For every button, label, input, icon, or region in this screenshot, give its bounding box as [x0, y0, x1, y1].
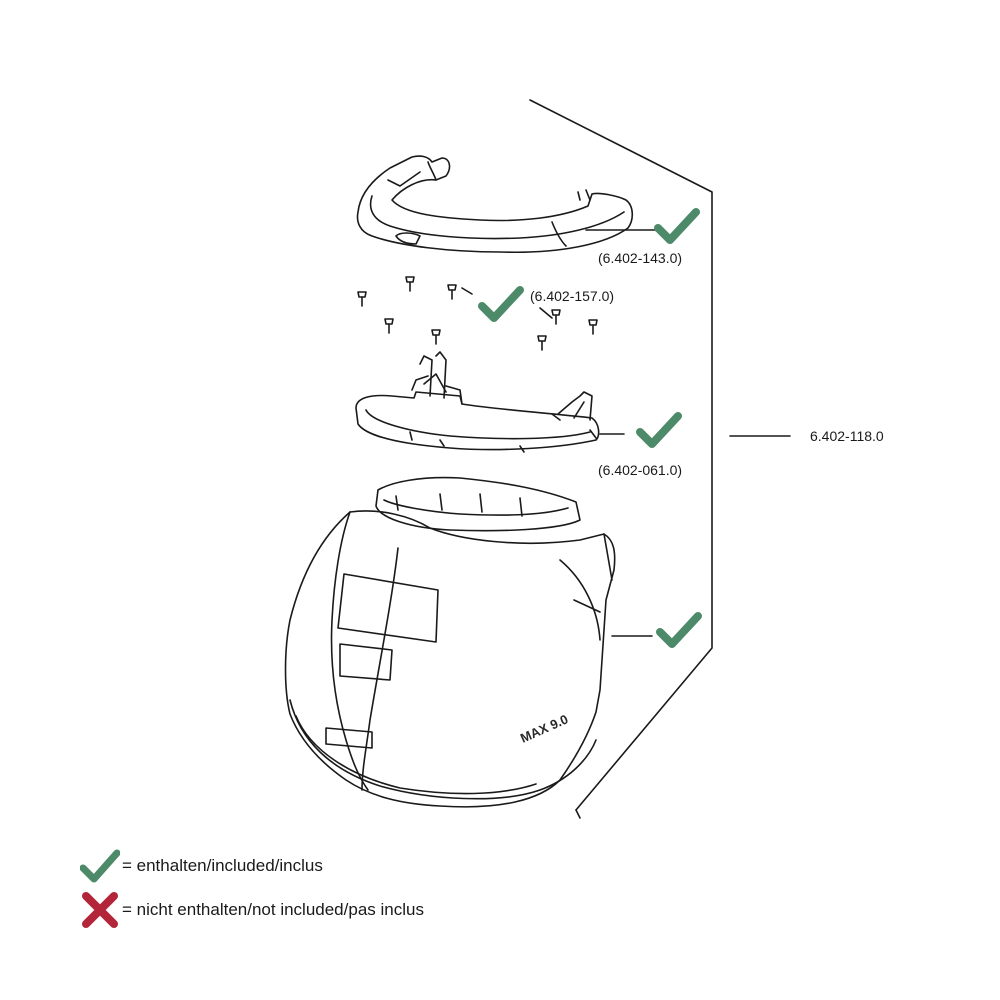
set-part-number: 6.402-118.0	[810, 428, 884, 444]
check-icon	[80, 849, 120, 883]
middle-face-panel	[339, 643, 393, 681]
screw-leader	[539, 307, 553, 319]
check-icon	[636, 412, 682, 448]
screw	[384, 318, 394, 334]
screw	[357, 291, 367, 307]
legend-included-text: = enthalten/included/inclus	[122, 856, 323, 875]
screw	[551, 309, 561, 325]
visor-holder-part	[356, 155, 634, 254]
check-icon	[656, 612, 702, 648]
upper-face-panel	[337, 573, 439, 643]
screw	[431, 329, 441, 345]
screw	[405, 276, 415, 292]
screw	[447, 284, 457, 300]
set-bracket-tick	[575, 809, 581, 819]
cross-icon	[82, 892, 118, 928]
legend-not-included: = nicht enthalten/not included/pas inclu…	[80, 892, 424, 928]
screw	[588, 319, 598, 335]
mounting-frame-part-number: (6.402-061.0)	[598, 462, 683, 478]
visor-holder-part-number: (6.402-143.0)	[598, 250, 683, 266]
mounting-frame-part	[355, 351, 600, 453]
screw-leader	[461, 287, 473, 295]
screws-part-number: (6.402-157.0)	[530, 288, 615, 304]
screw	[537, 335, 547, 351]
check-icon	[654, 208, 700, 244]
helmet-shell-part	[284, 476, 616, 808]
legend-not-included-text: = nicht enthalten/not included/pas inclu…	[122, 900, 424, 919]
screw-set-part	[357, 276, 598, 351]
lower-face-panel	[325, 727, 373, 749]
set-bracket-line	[529, 99, 713, 811]
check-icon	[478, 286, 524, 322]
legend-included: = enthalten/included/inclus	[80, 848, 323, 884]
